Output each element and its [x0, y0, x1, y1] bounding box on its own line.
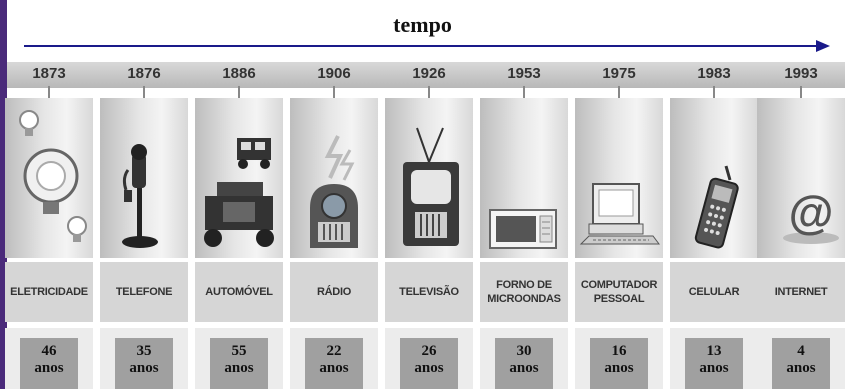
radio-icon: [310, 135, 358, 248]
year-label: 1906: [317, 65, 351, 82]
year-tick: [48, 86, 50, 98]
year-label: 1886: [222, 65, 256, 82]
at-sign-icon: @: [783, 186, 839, 244]
year-tick: [428, 86, 430, 98]
invention-name: AUTOMÓVEL: [195, 262, 283, 322]
year-label: 1926: [412, 65, 446, 82]
telephone-icon: [122, 144, 158, 248]
year-label: 1983: [697, 65, 731, 82]
year-tick: [618, 86, 620, 98]
invention-name: CELULAR: [670, 262, 758, 322]
year-tick: [238, 86, 240, 98]
invention-name: TELEVISÃO: [385, 262, 473, 322]
time-arrow-icon: [24, 40, 830, 52]
light-bulb-icon: [19, 110, 87, 242]
invention-name: FORNO DE MICROONDAS: [480, 262, 568, 322]
automobile-icon: [204, 138, 274, 247]
invention-name: TELEFONE: [100, 262, 188, 322]
year-tick: [800, 86, 802, 98]
year-tick: [333, 86, 335, 98]
left-accent-bar: [0, 0, 7, 389]
television-icon: [403, 127, 459, 246]
year-label: 1975: [602, 65, 636, 82]
invention-name: RÁDIO: [290, 262, 378, 322]
year-tick: [713, 86, 715, 98]
svg-text:@: @: [789, 186, 834, 238]
year-tick: [523, 86, 525, 98]
cellphone-icon: [694, 165, 739, 249]
year-label: 1993: [784, 65, 818, 82]
year-strip: [7, 62, 845, 88]
invention-name: INTERNET: [757, 262, 845, 322]
year-tick: [143, 86, 145, 98]
year-label: 1953: [507, 65, 541, 82]
year-label: 1876: [127, 65, 161, 82]
microwave-icon: [489, 209, 557, 249]
invention-name: ELETRICIDADE: [5, 262, 93, 322]
invention-name: COMPUTADOR PESSOAL: [575, 262, 663, 322]
year-label: 1873: [32, 65, 66, 82]
computer-icon: [579, 183, 660, 245]
timeline-title: tempo: [393, 12, 452, 37]
